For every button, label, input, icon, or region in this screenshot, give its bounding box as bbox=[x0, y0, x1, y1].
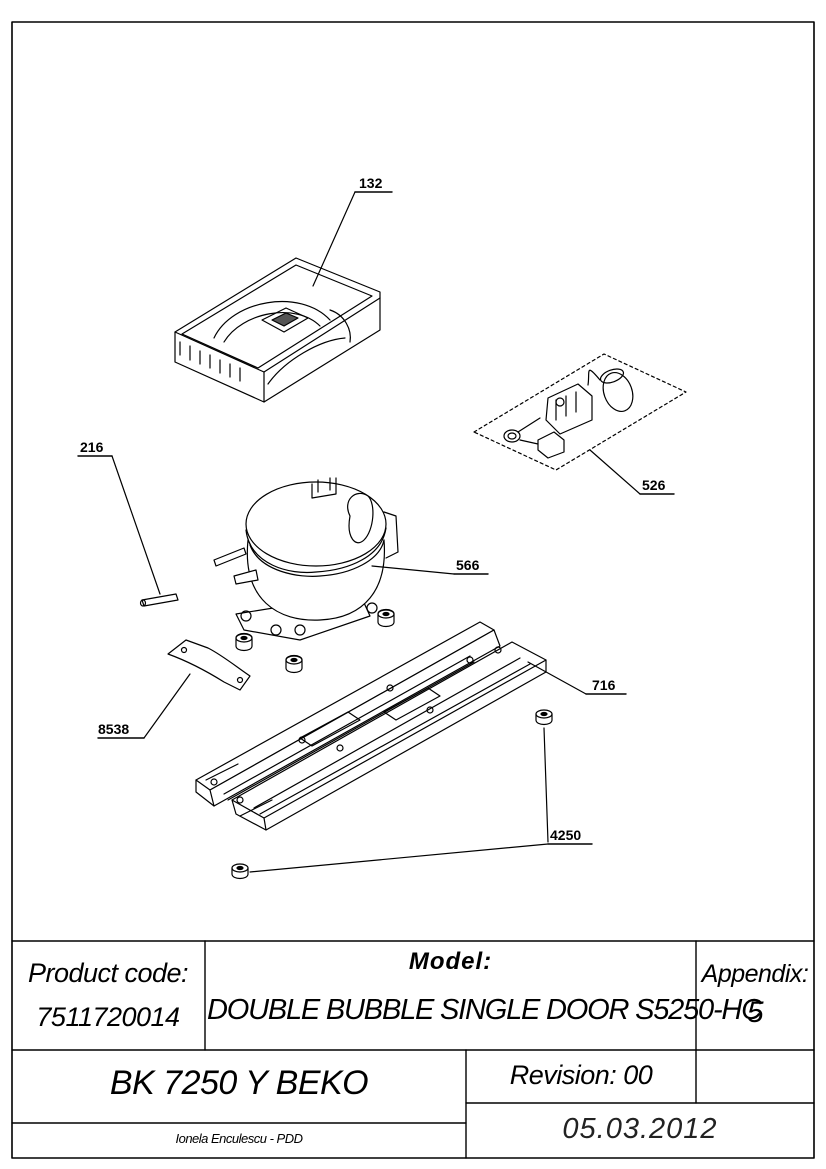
model-label: Model: bbox=[408, 948, 493, 975]
appendix-value: 5 bbox=[746, 996, 764, 1029]
leader-716 bbox=[527, 661, 587, 695]
plate-icon bbox=[167, 639, 251, 691]
date: 05.03.2012 bbox=[562, 1113, 718, 1145]
callout-4250: 4250 bbox=[550, 827, 581, 843]
product-code-value: 7511720014 bbox=[36, 1002, 180, 1032]
compressor-cover-icon bbox=[174, 257, 381, 403]
product-name: BK 7250 Y BEKO bbox=[109, 1064, 369, 1102]
leader-566 bbox=[371, 565, 455, 575]
grommet-icon bbox=[235, 608, 395, 674]
sheet-border bbox=[11, 21, 815, 1159]
title-block-grid bbox=[11, 940, 815, 1159]
compressor-icon bbox=[213, 477, 399, 641]
revision: Revision: 00 bbox=[509, 1060, 653, 1090]
callout-132: 132 bbox=[359, 175, 383, 191]
grommet-icon bbox=[231, 709, 553, 880]
callout-716: 716 bbox=[592, 677, 616, 693]
callout-8538: 8538 bbox=[98, 721, 129, 737]
product-code-label: Product code: bbox=[27, 958, 189, 988]
callout-526: 526 bbox=[642, 477, 666, 493]
leader-132 bbox=[312, 191, 356, 287]
appendix-label: Appendix: bbox=[701, 960, 809, 988]
callout-566: 566 bbox=[456, 557, 480, 573]
model-value: DOUBLE BUBBLE SINGLE DOOR S5250-HC bbox=[207, 994, 762, 1026]
author: Ionela Enculescu - PDD bbox=[175, 1131, 303, 1146]
leader-4250 bbox=[543, 727, 549, 843]
mounting-rail-icon bbox=[195, 621, 547, 831]
callout-216: 216 bbox=[80, 439, 104, 455]
electrical-kit-icon bbox=[473, 353, 687, 471]
leader-8538 bbox=[143, 673, 191, 739]
leader-216 bbox=[111, 455, 161, 595]
pin-icon bbox=[139, 593, 179, 607]
leader-526 bbox=[589, 449, 641, 495]
